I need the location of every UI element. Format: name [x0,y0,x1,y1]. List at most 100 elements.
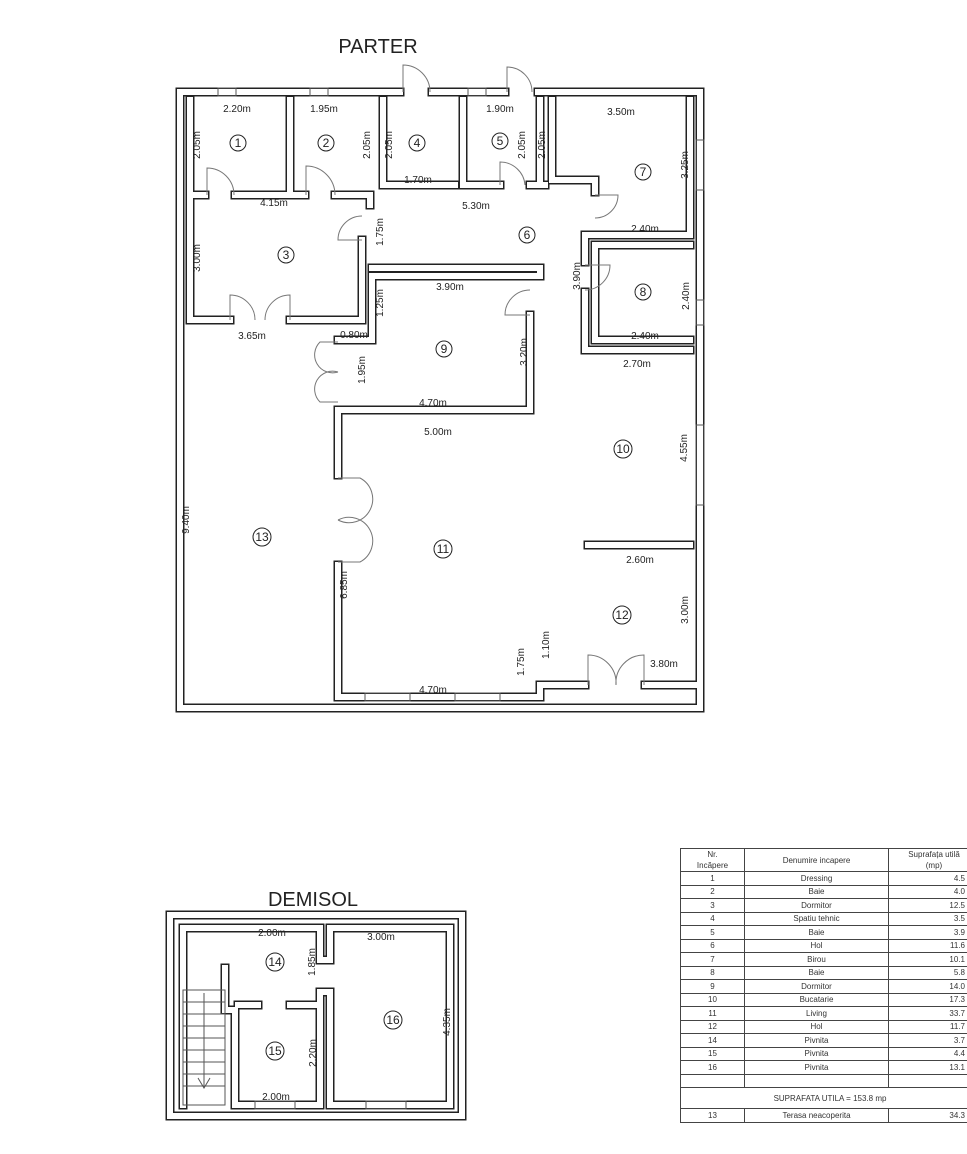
row-area: 3.9 [888,925,967,940]
row-area: 3.5 [888,911,967,926]
svg-text:2.70m: 2.70m [623,359,651,370]
row-name: Birou [744,952,889,967]
svg-text:1.95m: 1.95m [357,356,368,384]
room-marker: 10 [613,439,633,459]
row-number: 1 [680,871,745,886]
row-name: Baie [744,925,889,940]
svg-text:3.20m: 3.20m [519,338,530,366]
svg-text:5: 5 [497,134,504,148]
row-number: 10 [680,992,745,1007]
svg-text:1.90m: 1.90m [486,104,514,115]
basement-title: DEMISOL [268,889,358,911]
svg-text:2.05m: 2.05m [537,131,548,159]
svg-text:8: 8 [640,285,647,299]
svg-text:2: 2 [323,136,330,150]
row-name: Baie [744,965,889,980]
svg-text:0.80m: 0.80m [340,330,368,341]
row-number: 4 [680,911,745,926]
svg-text:3.25m: 3.25m [680,151,691,179]
room-marker: 5 [491,132,509,150]
svg-text:5.30m: 5.30m [462,201,490,212]
svg-text:15: 15 [268,1044,282,1058]
row-area: 11.7 [888,1019,967,1034]
svg-text:3.50m: 3.50m [607,107,635,118]
svg-text:2.40m: 2.40m [631,331,659,342]
svg-text:1.95m: 1.95m [310,104,338,115]
room-marker: 6 [518,226,536,244]
row-area: 33.7 [888,1006,967,1021]
row-name: Dormitor [744,979,889,994]
room-marker: 13 [252,527,272,547]
row-area: 14.0 [888,979,967,994]
svg-text:2.05m: 2.05m [384,131,395,159]
row-number: 7 [680,952,745,967]
row-name: Spatiu tehnic [744,911,889,926]
row-area: 5.8 [888,965,967,980]
row-number: 2 [680,884,745,899]
room-marker: 2 [317,134,335,152]
svg-text:9.40m: 9.40m [181,506,192,534]
row-area: 12.5 [888,898,967,913]
row-number: 6 [680,938,745,953]
room-marker: 8 [634,283,652,301]
room-marker: 4 [408,134,426,152]
svg-text:4.15m: 4.15m [260,198,288,209]
table-empty-row [680,1073,967,1088]
svg-text:14: 14 [268,955,282,969]
svg-text:4.70m: 4.70m [419,398,447,409]
header-area: Suprafața utilă(mp) [888,848,967,872]
row-name: Baie [744,884,889,899]
basement-stairs [182,989,226,1106]
svg-text:3.65m: 3.65m [238,331,266,342]
header-nr: Nr.Incăpere [680,848,745,872]
svg-text:1.25m: 1.25m [375,289,386,317]
svg-text:2.00m: 2.00m [258,928,286,939]
svg-text:6: 6 [524,228,531,242]
table-total-row: SUPRAFATA UTILA = 153.8 mp [680,1087,967,1109]
row-name: Bucatarie [744,992,889,1007]
svg-text:2.05m: 2.05m [517,131,528,159]
row-number: 5 [680,925,745,940]
svg-text:1.70m: 1.70m [404,175,432,186]
room-marker: 7 [634,163,652,181]
svg-text:2.20m: 2.20m [308,1039,319,1067]
svg-text:1.85m: 1.85m [307,948,318,976]
svg-text:3.00m: 3.00m [192,244,203,272]
room-markers: 1 2 3 4 5 6 7 8 9 10 11 12 13 14 15 16 [229,132,652,1061]
row-number: 14 [680,1033,745,1048]
svg-text:3.00m: 3.00m [367,932,395,943]
svg-text:2.40m: 2.40m [631,224,659,235]
svg-text:7: 7 [640,165,647,179]
row-number: 11 [680,1006,745,1021]
room-marker: 16 [383,1010,403,1030]
svg-text:5.00m: 5.00m [424,427,452,438]
row-name: Dressing [744,871,889,886]
dimension-labels: 2.20m 1.95m 1.90m 3.50m 2.05m 2.05m 2.05… [181,104,692,1103]
row-number: 9 [680,979,745,994]
svg-text:2.40m: 2.40m [681,282,692,310]
room-area-table: Nr.Incăpere Denumire incapere Suprafața … [680,848,967,1123]
svg-text:1: 1 [235,136,242,150]
svg-text:9: 9 [441,342,448,356]
svg-text:11: 11 [437,542,450,556]
row-number: 3 [680,898,745,913]
svg-text:1.75m: 1.75m [516,648,527,676]
room-marker: 3 [277,246,295,264]
svg-text:3.80m: 3.80m [650,659,678,670]
row-area: 13.1 [888,1060,967,1075]
svg-text:2.20m: 2.20m [223,104,251,115]
svg-text:2.60m: 2.60m [626,555,654,566]
row-name: Pivnita [744,1060,889,1075]
